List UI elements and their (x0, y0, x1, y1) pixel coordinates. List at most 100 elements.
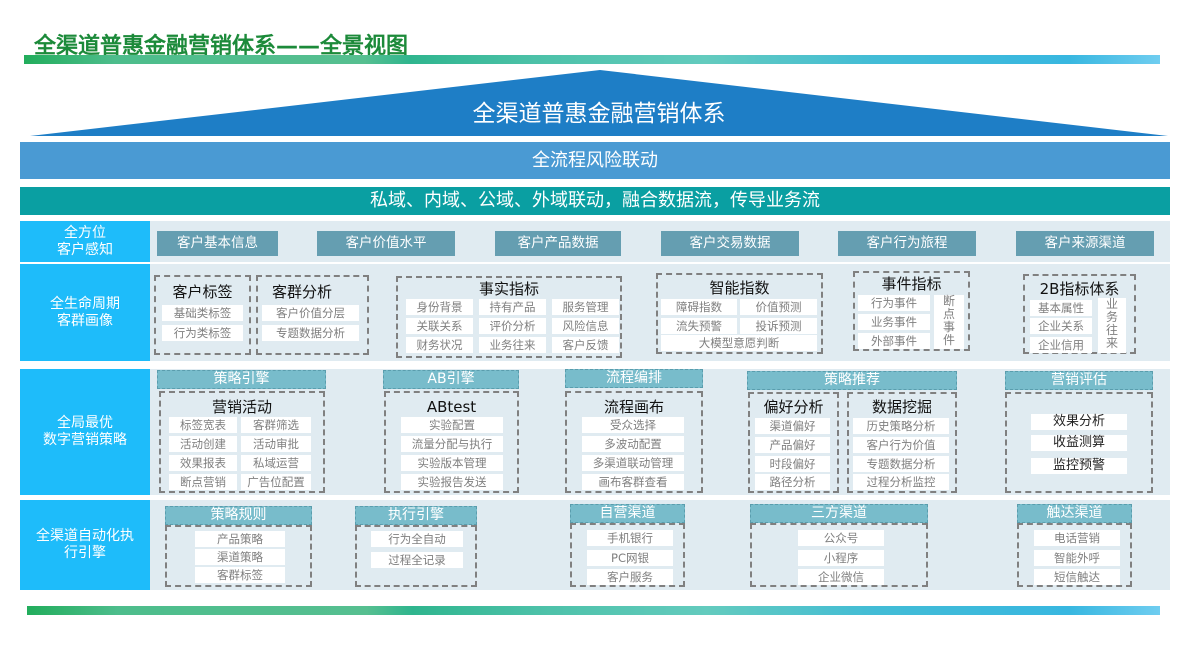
channel-cell: 客户服务 (587, 569, 673, 585)
activity-cell: 标签宽表 (169, 417, 237, 433)
box-title: 事件指标 (881, 275, 942, 293)
b2b-cell: 企业信用 (1030, 337, 1092, 353)
rule-cell: 产品策略 (195, 531, 285, 547)
evaluation-cell: 收益测算 (1031, 435, 1127, 451)
box-title: 智能指数 (709, 279, 770, 297)
flow-orchestration-header: 流程编排 (565, 369, 703, 388)
fact-cell: 评价分析 (479, 318, 546, 334)
marketing-activity-box: 营销活动 标签宽表 客群筛选 活动创建 活动审批 效果报表 私域运营 断点营销 … (159, 391, 325, 493)
activity-cell: 广告位配置 (241, 474, 311, 490)
exec-engine-box: 行为全自动 过程全记录 (355, 525, 477, 587)
reach-channels-box: 电话营销 智能外呼 短信触达 (1017, 523, 1132, 587)
canvas-cell: 画布客群查看 (582, 474, 684, 490)
row-marketing-strategy: 全局最优 数字营销策略 策略引擎 营销活动 标签宽表 客群筛选 活动创建 活动审… (20, 369, 1170, 495)
exec-engine-header: 执行引擎 (355, 506, 477, 525)
preference-cell: 产品偏好 (755, 437, 830, 453)
perception-item: 客户基本信息 (157, 231, 278, 256)
channel-cell: 智能外呼 (1034, 550, 1120, 566)
tag-cell: 基础类标签 (162, 305, 243, 321)
page-title: 全渠道普惠金融营销体系——全景视图 (34, 34, 409, 59)
box-title: 偏好分析 (763, 398, 824, 416)
smart-cell: 大模型意愿判断 (661, 335, 817, 351)
channel-cell: PC网银 (587, 550, 673, 566)
mining-cell: 历史策略分析 (853, 418, 949, 434)
own-channels-box: 手机银行 PC网银 客户服务 (570, 523, 685, 587)
exec-cell: 行为全自动 (371, 531, 463, 547)
b2b-cell: 基本属性 (1030, 300, 1092, 316)
fact-cell: 风险信息 (552, 318, 619, 334)
perception-item: 客户产品数据 (495, 231, 621, 256)
row-body-portrait: 客户标签 基础类标签 行为类标签 客群分析 客户价值分层 专题数据分析 事实指标… (150, 264, 1170, 361)
canvas-cell: 多波动配置 (582, 436, 684, 452)
preference-cell: 渠道偏好 (755, 418, 830, 434)
box-title: 事实指标 (478, 280, 539, 298)
perception-item: 客户来源渠道 (1016, 231, 1154, 256)
channel-cell: 公众号 (798, 530, 884, 546)
row-head-portrait: 全生命周期 客群画像 (20, 264, 150, 361)
customer-tags-box: 客户标签 基础类标签 行为类标签 (154, 275, 251, 355)
roof-banner: 全渠道普惠金融营销体系 (30, 70, 1168, 137)
fact-cell: 身份背景 (406, 299, 473, 315)
event-cell: 行为事件 (858, 295, 930, 311)
roof-label: 全渠道普惠金融营销体系 (472, 101, 726, 127)
abtest-cell: 流量分配与执行 (401, 436, 503, 452)
smart-cell: 投诉预测 (740, 318, 817, 334)
own-channels-header: 自营渠道 (570, 504, 685, 523)
row-execution-engine: 全渠道自动化执 行引擎 策略规则 产品策略 渠道策略 客群标签 执行引擎 行为全… (20, 500, 1170, 590)
activity-cell: 效果报表 (169, 455, 237, 471)
band-risk-linkage: 全流程风险联动 (20, 142, 1170, 179)
strategy-engine-header: 策略引擎 (157, 370, 326, 389)
channel-cell: 短信触达 (1034, 569, 1120, 585)
fact-cell: 关联关系 (406, 318, 473, 334)
abtest-cell: 实验报告发送 (401, 474, 503, 490)
channel-cell: 手机银行 (587, 530, 673, 546)
preference-cell: 时段偏好 (755, 456, 830, 472)
activity-cell: 活动审批 (241, 436, 311, 452)
abtest-cell: 实验配置 (401, 417, 503, 433)
rule-cell: 客群标签 (195, 567, 285, 583)
segment-cell: 客户价值分层 (262, 305, 359, 321)
perception-item: 客户行为旅程 (838, 231, 976, 256)
fact-metrics-box: 事实指标 身份背景 持有产品 服务管理 关联关系 评价分析 风险信息 财务状况 … (396, 276, 622, 358)
activity-cell: 断点营销 (169, 474, 237, 490)
smart-cell: 价值预测 (740, 299, 817, 315)
row-head-perception: 全方位 客户感知 (20, 221, 150, 262)
channel-cell: 电话营销 (1034, 530, 1120, 546)
abtest-cell: 实验版本管理 (401, 455, 503, 471)
band-domain-linkage: 私域、内域、公域、外域联动，融合数据流，传导业务流 (20, 187, 1170, 215)
exec-cell: 过程全记录 (371, 552, 463, 568)
box-title: 流程画布 (603, 398, 664, 416)
rule-cell: 渠道策略 (195, 549, 285, 565)
fact-cell: 业务往来 (479, 337, 546, 353)
abtest-box: ABtest 实验配置 流量分配与执行 实验版本管理 实验报告发送 (384, 391, 519, 493)
box-title: 2B指标体系 (1039, 280, 1120, 298)
preference-cell: 路径分析 (755, 474, 830, 490)
segment-cell: 专题数据分析 (262, 325, 359, 341)
perception-item: 客户交易数据 (661, 231, 799, 256)
event-cell: 外部事件 (858, 333, 930, 349)
event-metrics-box: 事件指标 行为事件 业务事件 外部事件 断 点 事 件 (853, 271, 970, 351)
row-body-perception: 客户基本信息 客户价值水平 客户产品数据 客户交易数据 客户行为旅程 客户来源渠… (150, 221, 1170, 262)
activity-cell: 客群筛选 (241, 417, 311, 433)
row-customer-perception: 全方位 客户感知 客户基本信息 客户价值水平 客户产品数据 客户交易数据 客户行… (20, 221, 1170, 262)
business-contact-cell: 业 务 往 来 (1098, 298, 1126, 353)
row-customer-portrait: 全生命周期 客群画像 客户标签 基础类标签 行为类标签 客群分析 客户价值分层 … (20, 264, 1170, 361)
row-head-execution: 全渠道自动化执 行引擎 (20, 500, 150, 590)
smart-cell: 流失预警 (661, 318, 737, 334)
activity-cell: 活动创建 (169, 436, 237, 452)
reach-channels-header: 触达渠道 (1017, 504, 1132, 523)
box-title: 客群分析 (272, 283, 333, 301)
breakpoint-event-cell: 断 点 事 件 (934, 295, 964, 349)
row-body-execution: 策略规则 产品策略 渠道策略 客群标签 执行引擎 行为全自动 过程全记录 自营渠… (150, 500, 1170, 590)
tag-cell: 行为类标签 (162, 325, 243, 341)
third-channels-box: 公众号 小程序 企业微信 (750, 523, 928, 587)
box-title: 客户标签 (172, 283, 233, 301)
b2b-cell: 企业关系 (1030, 318, 1092, 334)
mining-cell: 过程分析监控 (853, 474, 949, 490)
roof-triangle-shape (30, 70, 1168, 136)
box-title: 营销活动 (211, 398, 272, 416)
event-cell: 业务事件 (858, 314, 930, 330)
row-body-strategy: 策略引擎 营销活动 标签宽表 客群筛选 活动创建 活动审批 效果报表 私域运营 … (150, 369, 1170, 495)
footer-gradient-bar (27, 606, 1160, 615)
preference-analysis-box: 偏好分析 渠道偏好 产品偏好 时段偏好 路径分析 (748, 392, 839, 493)
